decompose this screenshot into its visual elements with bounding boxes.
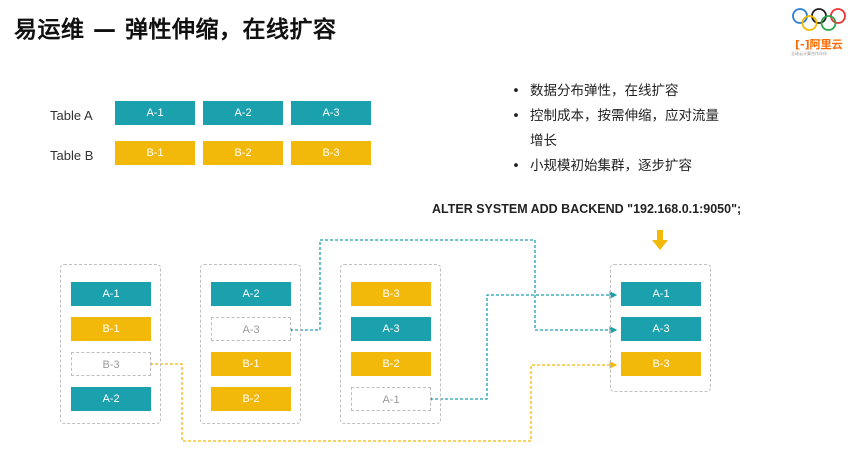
feature-item: 控制成本，按需伸缩，应对流量增长	[508, 104, 728, 154]
table-a-block: A-2	[203, 101, 283, 125]
tablet-block: B-1	[211, 352, 291, 376]
page-title: 易运维 — 弹性伸缩，在线扩容	[14, 17, 337, 43]
new-backend-node	[610, 264, 711, 392]
migration-line-b3	[150, 361, 618, 442]
table-b-block: B-3	[291, 141, 371, 165]
tablet-block-migrated: A-3	[211, 317, 291, 341]
tablet-block-migrated: A-1	[351, 387, 431, 411]
sql-command: ALTER SYSTEM ADD BACKEND "192.168.0.1:90…	[432, 202, 742, 216]
backend-node	[200, 264, 301, 424]
aliyun-bracket-icon: [-]	[795, 38, 810, 51]
migration-line-a3	[290, 239, 618, 334]
tablet-block: B-3	[621, 352, 701, 376]
tablet-block: A-3	[351, 317, 431, 341]
table-b-label: Table B	[50, 148, 94, 163]
olympic-rings-icon	[792, 8, 846, 31]
migration-line-a1	[430, 291, 618, 400]
brand-subtitle: 全球云计算合作伙伴	[791, 51, 827, 56]
tablet-block-migrated: B-3	[71, 352, 151, 376]
tablet-block: B-2	[351, 352, 431, 376]
tablet-block: A-1	[71, 282, 151, 306]
tablet-block: A-2	[211, 282, 291, 306]
table-a-label: Table A	[50, 108, 93, 123]
tablet-block: B-3	[351, 282, 431, 306]
table-b-block: B-2	[203, 141, 283, 165]
tablet-block: B-1	[71, 317, 151, 341]
table-b-block: B-1	[115, 141, 195, 165]
backend-node	[340, 264, 441, 424]
table-a-block: A-1	[115, 101, 195, 125]
feature-item: 数据分布弹性，在线扩容	[508, 79, 728, 104]
feature-list: 数据分布弹性，在线扩容 控制成本，按需伸缩，应对流量增长 小规模初始集群，逐步扩…	[508, 79, 728, 179]
tablet-block: A-2	[71, 387, 151, 411]
brand-name: [-]阿里云	[795, 38, 843, 51]
backend-node	[60, 264, 161, 424]
feature-item: 小规模初始集群，逐步扩容	[508, 154, 728, 179]
tablet-block: A-3	[621, 317, 701, 341]
logo: [-]阿里云 全球云计算合作伙伴	[789, 6, 849, 64]
tablet-block: A-1	[621, 282, 701, 306]
down-arrow-icon	[652, 230, 668, 250]
tablet-block: B-2	[211, 387, 291, 411]
table-a-block: A-3	[291, 101, 371, 125]
